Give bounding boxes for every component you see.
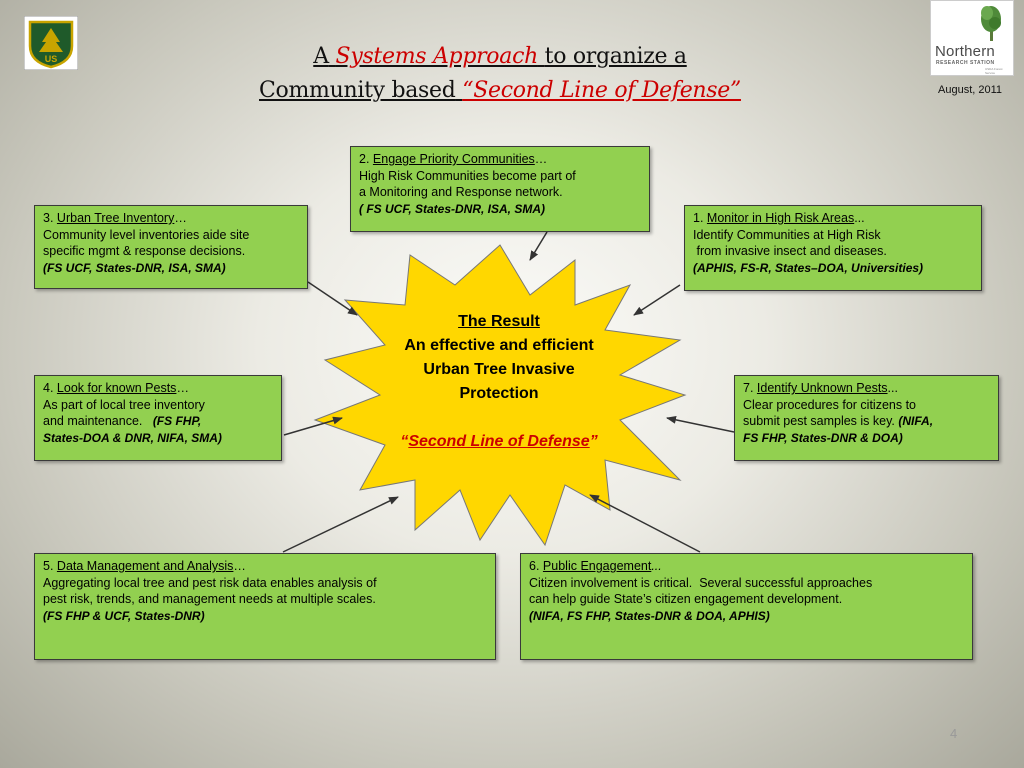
result-defense: “Second Line of Defense” (400, 433, 598, 450)
result-line-2: Urban Tree Invasive (423, 361, 575, 378)
arrow-from-inventory (307, 281, 358, 316)
nrs-tagline: USDA Forest Service (985, 67, 1003, 75)
nrs-name: Northern (935, 43, 995, 60)
box-identify-unknown-pests: 7. Identify Unknown Pests... Clear proce… (734, 375, 999, 461)
result-starburst (313, 244, 687, 547)
box-source: (FS FHP & UCF, States-DNR) (43, 608, 205, 623)
date-label: August, 2011 (938, 84, 1003, 96)
result-heading: The Result (458, 313, 540, 330)
box-source: FS FHP, States-DNR & DOA) (743, 430, 903, 445)
tree-icon (981, 6, 1001, 41)
box-source: States-DOA & DNR, NIFA, SMA) (43, 430, 222, 445)
usfs-logo-text: US (45, 54, 58, 64)
arrow-from-public (589, 494, 701, 553)
box-public-engagement: 6. Public Engagement... Citizen involvem… (520, 553, 973, 660)
title-line-1: A Systems Approach to organize a (0, 44, 1000, 69)
box-source: (NIFA, FS FHP, States-DNR & DOA, APHIS) (529, 608, 770, 623)
arrow-from-monitor (633, 284, 681, 316)
box-urban-tree-inventory: 3. Urban Tree Inventory… Community level… (34, 205, 308, 289)
page-number: 4 (950, 726, 958, 741)
northern-research-station-logo: Northern RESEARCH STATION USDA Forest Se… (930, 0, 1014, 76)
box-heading: 5. Data Management and Analysis… (43, 559, 246, 573)
box-heading: 7. Identify Unknown Pests... (743, 381, 898, 395)
box-heading: 6. Public Engagement... (529, 559, 662, 573)
box-heading: 3. Urban Tree Inventory… (43, 211, 187, 225)
title-organize: to organize a (544, 44, 687, 69)
box-source: (APHIS, FS-R, States–DOA, Universities) (693, 260, 924, 275)
result-line-1: An effective and efficient (404, 337, 594, 354)
usfs-shield-logo: US (24, 16, 78, 70)
box-look-for-known-pests: 4. Look for known Pests… As part of loca… (34, 375, 282, 461)
arrow-from-unknown-pests (666, 415, 735, 433)
arrow-from-engage (529, 231, 548, 261)
nrs-subtitle: RESEARCH STATION (936, 60, 995, 66)
box-source: ( FS UCF, States-DNR, ISA, SMA) (359, 201, 546, 216)
arrow-from-known-pests (283, 416, 343, 436)
title-community-based: Community based (259, 78, 456, 103)
box-source: (FS UCF, States-DNR, ISA, SMA) (43, 260, 226, 275)
box-heading: 4. Look for known Pests… (43, 381, 189, 395)
box-heading: 1. Monitor in High Risk Areas... (693, 211, 865, 225)
title-word-a: A (313, 44, 329, 69)
arrow-from-data-mgmt (282, 496, 399, 553)
box-monitor-high-risk-areas: 1. Monitor in High Risk Areas... Identif… (684, 205, 982, 291)
box-data-management-analysis: 5. Data Management and Analysis… Aggrega… (34, 553, 496, 660)
title-line-2: Community based “Second Line of Defense” (0, 78, 1000, 103)
result-text: The Result An effective and efficient Ur… (364, 310, 634, 454)
box-heading: 2. Engage Priority Communities… (359, 152, 548, 166)
box-engage-priority-communities: 2. Engage Priority Communities… High Ris… (350, 146, 650, 232)
title-second-line: “Second Line of Defense” (462, 78, 741, 103)
result-line-3: Protection (459, 385, 539, 402)
title-systems-approach: Systems Approach (335, 44, 539, 69)
